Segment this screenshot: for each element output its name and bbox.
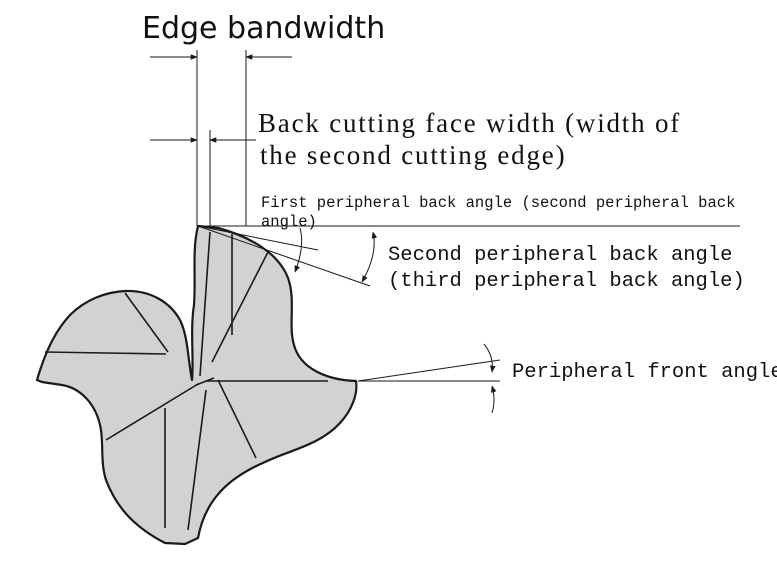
back-cutting-face-width-label-line1: Back cutting face width (width of [258,108,682,138]
tool-facet-lines [44,231,328,531]
back-cutting-face-dimension [150,130,256,226]
edge-bandwidth-label: Edge bandwidth [142,11,386,46]
back-cutting-face-width-label-line2: the second cutting edge) [260,140,567,170]
first-peripheral-back-angle-label-line2: angle) [261,213,317,231]
peripheral-front-angle-label: Peripheral front angle [512,361,777,384]
clearance-angle-lines [197,225,740,287]
first-peripheral-back-angle-label-line1: First peripheral back angle (second peri… [261,194,736,212]
second-peripheral-back-angle-label-line1: Second peripheral back angle [388,244,733,267]
peripheral-front-angle-lines [357,343,501,414]
second-peripheral-back-angle-label-line2: (third peripheral back angle) [388,270,745,293]
